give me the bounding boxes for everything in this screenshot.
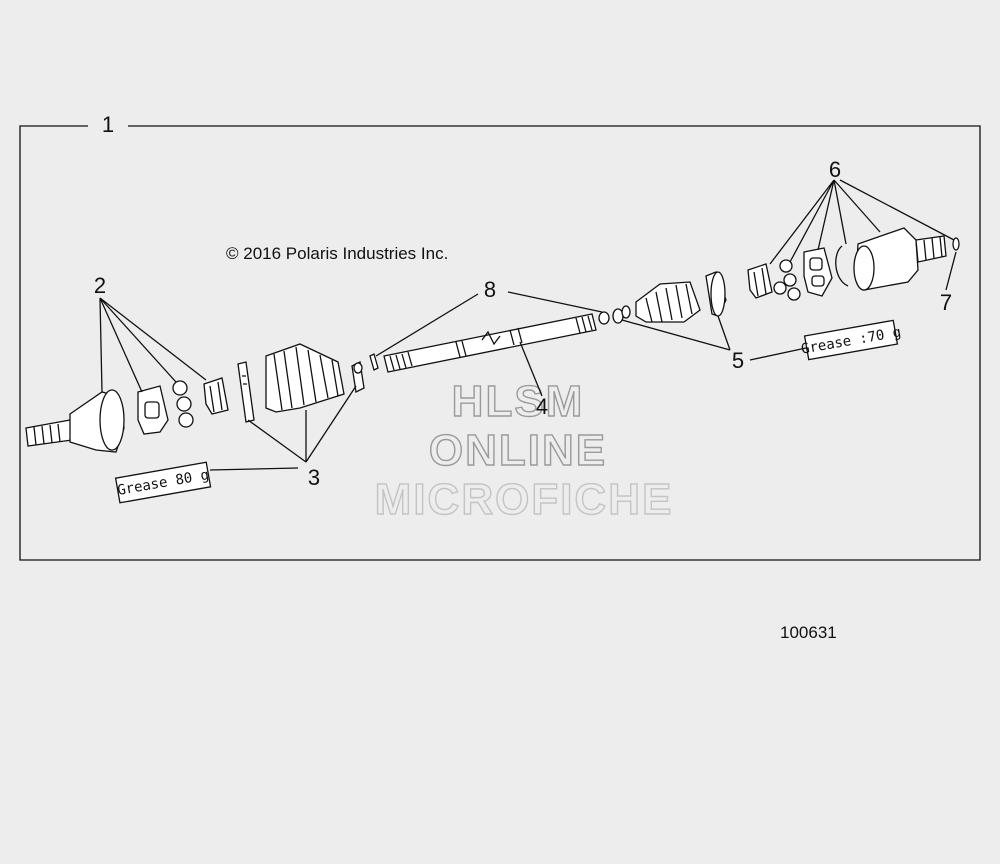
callout-8: 8 [484,277,496,302]
callout-6: 6 [829,157,841,182]
diagram-frame [19,125,981,561]
watermark-line-3: MICROFICHE [375,475,674,524]
watermark-line-2: ONLINE [429,426,607,475]
callout-3: 3 [308,465,320,490]
callout-2: 2 [94,273,106,298]
right-boot-assembly [612,271,727,324]
callout-4: 4 [536,394,548,419]
callout-7: 7 [940,290,952,315]
right-cv-joint-assembly [747,227,960,301]
left-cv-joint-assembly [25,377,229,453]
callout-numbers: 1 2 3 4 5 6 7 8 [94,112,952,490]
watermark: HLSM ONLINE MICROFICHE [374,376,674,524]
left-boot-assembly [237,343,365,423]
callout-5: 5 [732,348,744,373]
figure-number: 100631 [780,623,837,642]
grease-label-right: Grease :70 g [800,319,902,361]
half-shaft [369,311,610,373]
grease-label-left: Grease 80 g [114,461,212,504]
copyright-text: © 2016 Polaris Industries Inc. [226,244,448,263]
watermark-line-1: HLSM [452,377,585,426]
leader-lines [99,179,957,471]
callout-1: 1 [102,112,114,137]
